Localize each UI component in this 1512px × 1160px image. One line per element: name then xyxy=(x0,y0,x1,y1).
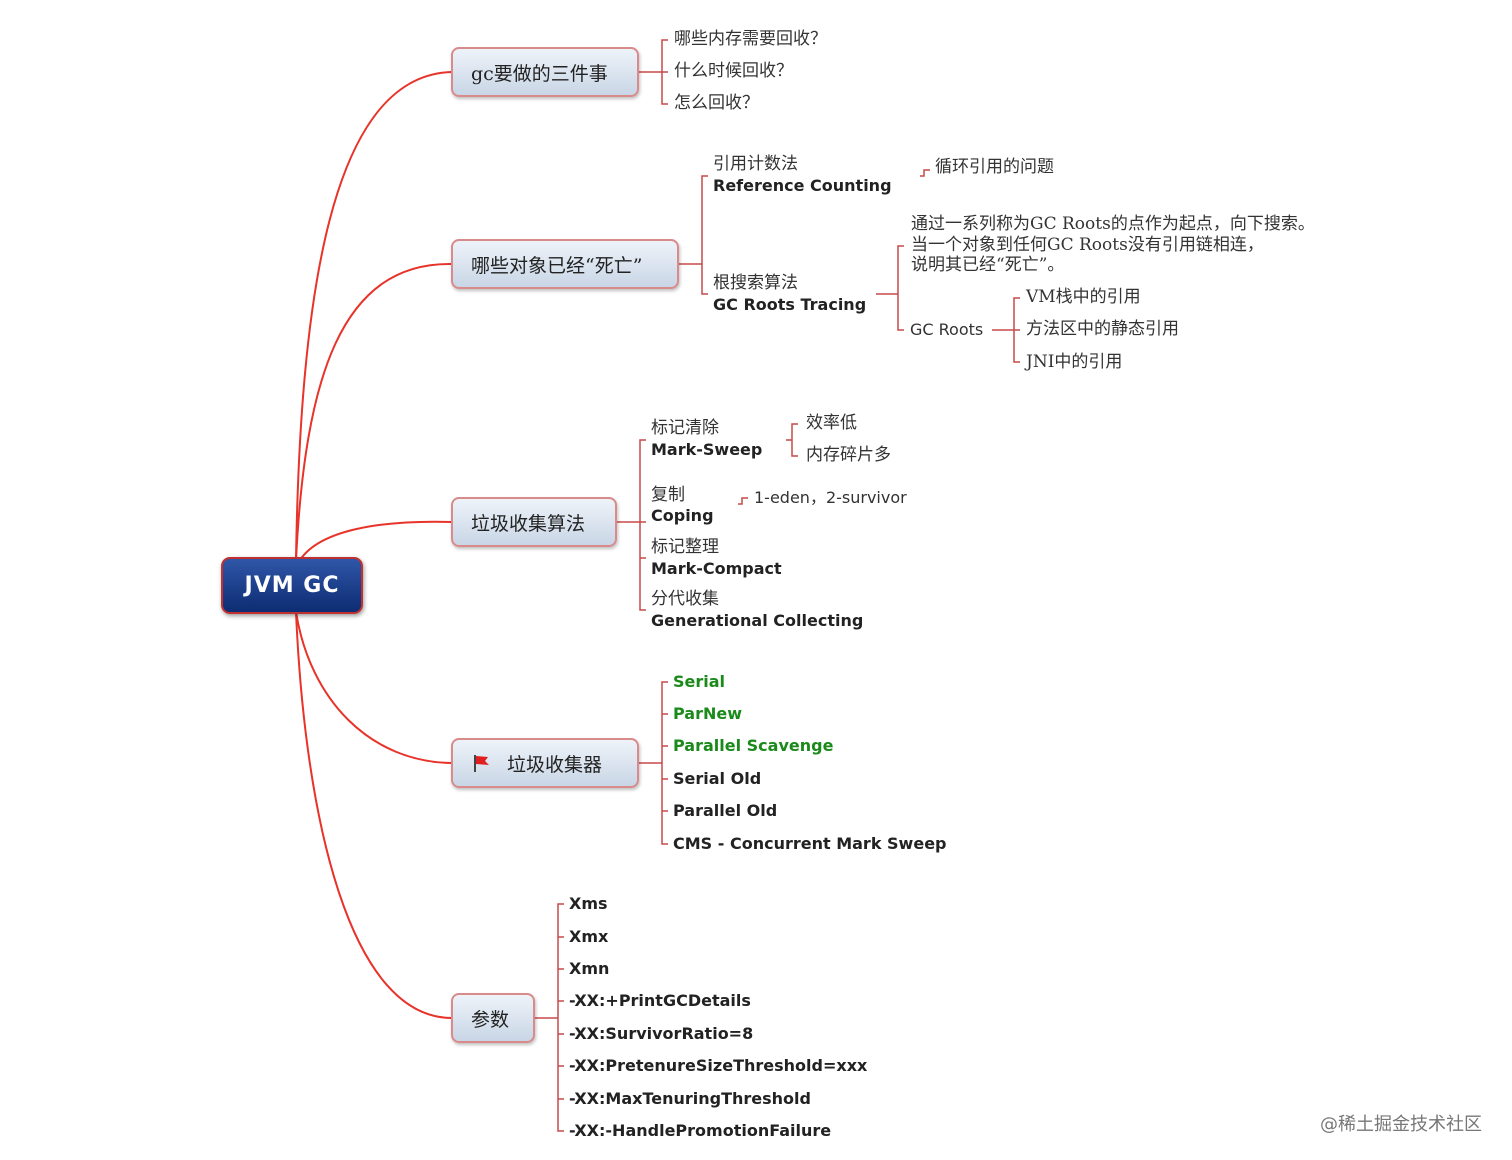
algo-en: Coping xyxy=(651,506,714,525)
watermark: @稀土掘金技术社区 xyxy=(1320,1114,1482,1135)
bracket-collectors xyxy=(638,681,668,845)
algo-en: Mark-Compact xyxy=(651,559,782,578)
gc-task-item: 怎么回收？ xyxy=(674,93,759,113)
algo-en: Mark-Sweep xyxy=(651,440,763,459)
link-params xyxy=(295,611,453,1019)
algo-en: Generational Collecting xyxy=(651,611,864,630)
gc-roots-label: GC Roots xyxy=(910,320,984,339)
gc-root-item: 方法区中的静态引用 xyxy=(1026,319,1179,339)
collector-item: Parallel Old xyxy=(673,801,778,820)
link-dead-objects xyxy=(295,262,453,561)
branch-params[interactable]: 参数 xyxy=(451,993,535,1043)
root-node[interactable]: JVM GC xyxy=(221,557,363,614)
algo-zh: 标记清除 xyxy=(651,418,719,438)
gc-root-item: VM栈中的引用 xyxy=(1026,287,1141,307)
brackets xyxy=(534,39,1020,1132)
tracing-desc-line: 通过一系列称为GC Roots的点作为起点，向下搜索。 xyxy=(911,214,1315,234)
collector-item: Serial xyxy=(673,672,726,691)
algo-note: 内存碎片多 xyxy=(806,445,891,465)
red-flag-icon xyxy=(471,753,491,773)
bracket-coping xyxy=(738,497,748,505)
branch-algorithms[interactable]: 垃圾收集算法 xyxy=(451,497,617,547)
gc-root-item: JNI中的引用 xyxy=(1026,352,1123,372)
param-item: Xmn xyxy=(569,959,610,978)
algo-zh: 复制 xyxy=(651,485,685,505)
refcount-en: Reference Counting xyxy=(713,176,892,195)
tracing-en: GC Roots Tracing xyxy=(713,295,867,314)
bracket-params xyxy=(534,903,564,1132)
param-item: Xmx xyxy=(569,927,609,946)
root-label: JVM GC xyxy=(244,573,340,598)
bracket-gc-roots xyxy=(992,297,1020,363)
tracing-desc-line: 说明其已经“死亡”。 xyxy=(911,255,1065,275)
branch-label: 哪些对象已经“死亡” xyxy=(471,254,643,277)
collector-item: Serial Old xyxy=(673,769,762,788)
gc-task-item: 哪些内存需要回收？ xyxy=(674,29,827,49)
branch-label: 垃圾收集器 xyxy=(507,753,603,776)
param-item: Xms xyxy=(569,894,608,913)
branch-dead-objects[interactable]: 哪些对象已经“死亡” xyxy=(451,239,679,289)
collector-item: CMS - Concurrent Mark Sweep xyxy=(673,834,947,853)
branch-label: gc要做的三件事 xyxy=(471,62,608,85)
bracket-tracing xyxy=(876,245,904,331)
link-gc-tasks xyxy=(295,71,453,561)
algo-note: 1-eden，2-survivor xyxy=(754,488,907,507)
link-collectors xyxy=(295,611,453,764)
refcount-zh: 引用计数法 xyxy=(713,154,798,174)
param-item: -XX:MaxTenuringThreshold xyxy=(569,1089,811,1108)
collector-item: Parallel Scavenge xyxy=(673,736,834,755)
bracket-gc-tasks xyxy=(638,39,668,105)
algo-zh: 分代收集 xyxy=(651,589,719,609)
bracket-algorithms xyxy=(616,439,646,611)
branch-label: 参数 xyxy=(471,1008,510,1031)
refcount-note: 循环引用的问题 xyxy=(935,157,1054,177)
link-algorithms xyxy=(299,520,453,561)
bracket-dead-objects xyxy=(678,175,708,295)
param-item: -XX:SurvivorRatio=8 xyxy=(569,1024,754,1043)
gc-task-item: 什么时候回收？ xyxy=(674,61,793,81)
tracing-zh: 根搜索算法 xyxy=(713,273,798,293)
root-links xyxy=(295,71,453,1019)
branch-gc-tasks[interactable]: gc要做的三件事 xyxy=(451,47,639,97)
collector-item: ParNew xyxy=(673,704,743,723)
bracket-refcount-note xyxy=(920,169,930,177)
branch-collectors[interactable]: 垃圾收集器 xyxy=(451,738,639,788)
algo-zh: 标记整理 xyxy=(651,537,719,557)
algo-note: 效率低 xyxy=(806,413,857,433)
bracket-mark-sweep xyxy=(786,423,798,457)
param-item: -XX:+PrintGCDetails xyxy=(569,991,751,1010)
branch-label: 垃圾收集算法 xyxy=(471,512,586,535)
tracing-desc-line: 当一个对象到任何GC Roots没有引用链相连， xyxy=(911,235,1264,255)
param-item: -XX:-HandlePromotionFailure xyxy=(569,1121,832,1140)
param-item: -XX:PretenureSizeThreshold=xxx xyxy=(569,1056,868,1075)
